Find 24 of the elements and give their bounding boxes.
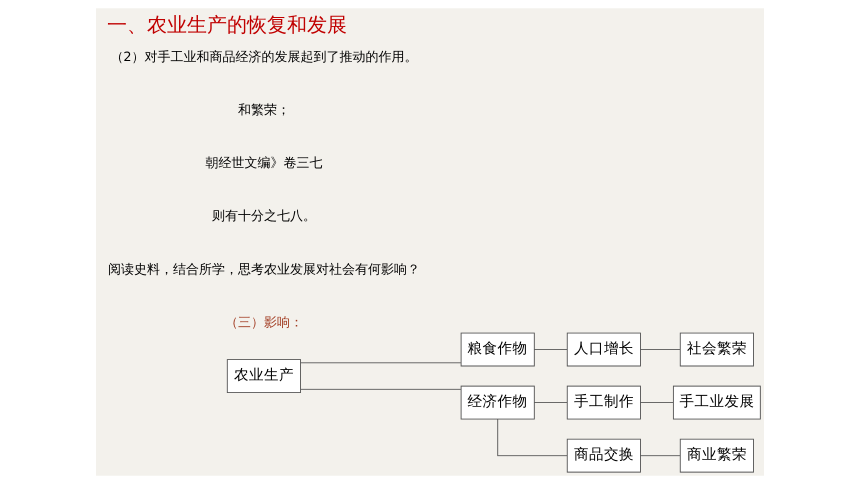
node-box: 农业生产 (226, 359, 301, 393)
node-box: 商品交换 (566, 438, 641, 473)
connector (640, 455, 680, 456)
node-box: 商业繁荣 (680, 438, 754, 473)
label: （三）影响： (224, 315, 303, 330)
connector (534, 349, 568, 350)
label: 和繁荣； (238, 103, 290, 118)
diagram-title: 一、农业生产的恢复和发展 (106, 12, 347, 37)
connector (497, 418, 568, 456)
label: 朝经世文编》卷三七 (205, 156, 322, 172)
label: 则有十分之七八。 (212, 209, 316, 224)
connector (640, 349, 680, 350)
node-box: 粮食作物 (460, 332, 535, 366)
connector (300, 388, 462, 390)
node-box: 手工制作 (566, 386, 641, 420)
node-box: 经济作物 (460, 386, 535, 420)
connector (300, 362, 462, 364)
connector (534, 402, 568, 404)
node-box: 手工业发展 (672, 386, 761, 420)
label: （2）对手工业和商品经济的发展起到了推动的作用。 (110, 50, 418, 65)
connector (640, 402, 674, 404)
node-box: 社会繁荣 (680, 332, 754, 366)
node-box: 人口增长 (566, 332, 641, 366)
label: 阅读史料，结合所学，思考农业发展对社会有何影响？ (108, 262, 420, 278)
